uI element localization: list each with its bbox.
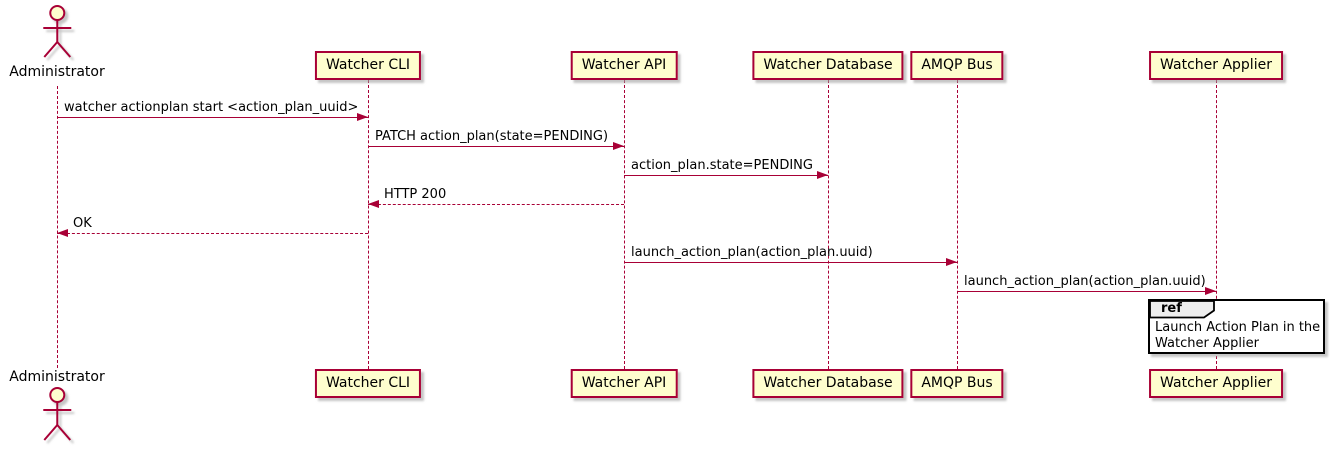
message-arrow-line xyxy=(624,171,828,179)
message-arrow-line xyxy=(57,229,368,237)
message-state-pending: action_plan.state=PENDING xyxy=(624,158,828,179)
arrowhead-right-icon xyxy=(613,142,624,150)
lifeline-watcher-database xyxy=(828,80,829,369)
lifeline-watcher-applier xyxy=(1216,80,1217,369)
participant-watcher-database-bottom: Watcher Database xyxy=(752,369,904,398)
message-arrow-line xyxy=(57,113,368,121)
lifeline-watcher-api xyxy=(624,80,625,369)
ref-text: Launch Action Plan in the Watcher Applie… xyxy=(1150,301,1323,354)
arrowhead-right-icon xyxy=(1205,287,1216,295)
message-arrow-line xyxy=(368,200,624,208)
arrowhead-left-icon xyxy=(368,200,379,208)
message-label: OK xyxy=(73,216,92,231)
actor-administrator-bottom: Administrator xyxy=(9,369,105,447)
ref-text-line: Watcher Applier xyxy=(1155,336,1259,351)
participant-watcher-api-top: Watcher API xyxy=(570,51,678,80)
message-ok: OK xyxy=(57,216,368,237)
message-label: PATCH action_plan(state=PENDING) xyxy=(375,129,609,144)
message-launch-action-plan-applier: launch_action_plan(action_plan.uuid) xyxy=(957,274,1216,295)
participant-watcher-applier-bottom: Watcher Applier xyxy=(1149,369,1283,398)
participant-amqp-bus-bottom: AMQP Bus xyxy=(910,369,1004,398)
actor-name-label: Administrator xyxy=(9,369,105,385)
ref-pentagon-icon xyxy=(1149,300,1215,319)
message-patch-action-plan: PATCH action_plan(state=PENDING) xyxy=(368,129,624,150)
ref-keyword-tab: ref xyxy=(1149,300,1219,319)
participant-watcher-cli-top: Watcher CLI xyxy=(314,51,422,80)
message-arrow-line xyxy=(957,287,1216,295)
actor-stick-figure-icon xyxy=(43,387,71,441)
participant-amqp-bus-top: AMQP Bus xyxy=(910,51,1004,80)
participant-watcher-cli-bottom: Watcher CLI xyxy=(314,369,422,398)
actor-stick-figure-icon xyxy=(43,5,71,58)
actor-name-label: Administrator xyxy=(9,64,105,80)
ref-fragment: ref Launch Action Plan in the Watcher Ap… xyxy=(1148,299,1325,354)
message-label: launch_action_plan(action_plan.uuid) xyxy=(631,245,873,260)
ref-keyword-label: ref xyxy=(1161,301,1182,316)
participant-watcher-database-top: Watcher Database xyxy=(752,51,904,80)
arrowhead-right-icon xyxy=(817,171,828,179)
lifeline-watcher-cli xyxy=(368,80,369,369)
message-label: launch_action_plan(action_plan.uuid) xyxy=(964,274,1206,289)
participant-watcher-api-bottom: Watcher API xyxy=(570,369,678,398)
message-label: watcher actionplan start <action_plan_uu… xyxy=(64,100,359,115)
arrowhead-right-icon xyxy=(357,113,368,121)
arrowhead-left-icon xyxy=(57,229,68,237)
message-label: action_plan.state=PENDING xyxy=(631,158,813,173)
actor-administrator-top: Administrator xyxy=(9,4,105,80)
message-start-actionplan: watcher actionplan start <action_plan_uu… xyxy=(57,100,368,121)
participant-watcher-applier-top: Watcher Applier xyxy=(1149,51,1283,80)
message-arrow-line xyxy=(624,258,957,266)
message-http-200: HTTP 200 xyxy=(368,187,624,208)
message-arrow-line xyxy=(368,142,624,150)
message-launch-action-plan-amqp: launch_action_plan(action_plan.uuid) xyxy=(624,245,957,266)
message-label: HTTP 200 xyxy=(384,187,447,202)
lifeline-administrator xyxy=(57,86,58,368)
ref-text-line: Launch Action Plan in the xyxy=(1155,320,1321,335)
lifeline-amqp-bus xyxy=(957,80,958,369)
arrowhead-right-icon xyxy=(946,258,957,266)
